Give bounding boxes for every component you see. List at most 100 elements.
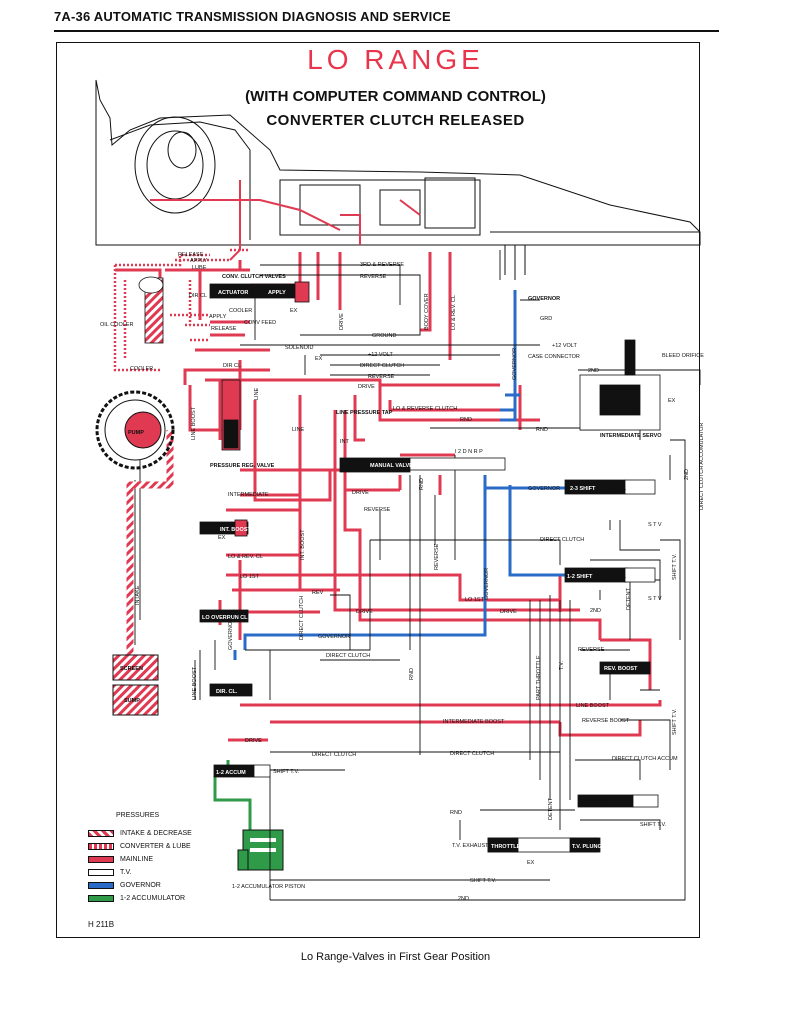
label-governor-v2: GOVERNOR — [512, 348, 518, 380]
figure-code: H 211B — [88, 920, 115, 929]
label-rnd-v: RND — [409, 668, 415, 680]
label-int-boost-v: INT. BOOST — [300, 529, 306, 560]
label-shift-23: 2-3 SHIFT — [570, 486, 596, 492]
diagram-title: LO RANGE — [307, 44, 484, 75]
label-apply-2: APPLY — [209, 314, 227, 320]
label-reverse-3: REVERSE — [364, 507, 391, 513]
label-lo-rev-cl-v: LO & REV. CL — [451, 295, 457, 330]
label-actuator: ACTUATOR — [218, 290, 248, 296]
label-2nd-c: 2ND — [458, 896, 469, 902]
label-lo-rev-clutch: LO & REVERSE CLUTCH — [393, 406, 457, 412]
label-grd: GRD — [540, 316, 552, 322]
label-manual-valve: MANUAL VALVE — [370, 463, 413, 469]
pressure-legend: PRESSURES INTAKE & DECREASE CONVERTER & … — [88, 812, 238, 905]
label-dir-cl-valve: DIR. CL. — [216, 689, 238, 695]
label-drive-5: DRIVE — [245, 738, 262, 744]
label-ground: GROUND — [372, 333, 396, 339]
label-governor-3: GOVERNOR — [528, 486, 560, 492]
label-direct-clutch-accum: DIRECT CLUTCH ACCUM — [612, 756, 678, 762]
label-lube: LUBE — [192, 265, 207, 271]
label-shift-tv-valve: SHIFT T.V. — [640, 822, 667, 828]
transmission-case-outline — [95, 79, 701, 280]
diagram-labels: RELEASE APPLY LUBE CONV. CLUTCH VALVES A… — [100, 252, 704, 902]
label-throttle: THROTTLE — [491, 844, 521, 850]
intake-line — [126, 430, 174, 655]
label-shift-12: 1-2 SHIFT — [567, 574, 593, 580]
label-line-v: LINE — [254, 387, 260, 400]
label-dir-cl-2: DIR CL — [223, 363, 241, 369]
screen-and-sump — [112, 654, 159, 716]
label-release: RELEASE — [178, 252, 204, 258]
label-drive-3: DRIVE — [356, 609, 373, 615]
label-body-cover: BODY COVER — [424, 293, 430, 330]
tv-circuit — [134, 250, 701, 901]
legend-swatch-hatch — [88, 830, 114, 837]
legend-label: GOVERNOR — [120, 882, 161, 889]
legend-label: T.V. — [120, 869, 132, 876]
label-rnd-b: RND — [536, 427, 548, 433]
label-cooler: COOLER — [229, 308, 252, 314]
label-rnd: RND — [460, 417, 472, 423]
label-cooler-2: COOLER — [130, 366, 153, 372]
diagram-vertical-labels: LINE BOOST INTAKE LINE BOOST INT. BOOST … — [135, 293, 705, 820]
label-direct-clutch-accumulator: DIRECT CLUTCH ACCUMULATOR — [699, 423, 705, 510]
label-tv-plunger: T.V. PLUNGER — [572, 844, 609, 850]
label-intermediate-servo: INTERMEDIATE SERVO — [600, 433, 662, 439]
label-third-reverse: 3RD & REVERSE — [360, 262, 404, 268]
label-apply-valve: APPLY — [268, 290, 286, 296]
page-header: 7A-36 AUTOMATIC TRANSMISSION DIAGNOSIS A… — [54, 9, 451, 24]
label-oil-cooler: OIL COOLER — [100, 322, 133, 328]
governor-circuit — [233, 290, 570, 660]
legend-item-governor: GOVERNOR — [88, 879, 238, 892]
label-accum-piston-12: 1-2 ACCUMULATOR PISTON — [232, 884, 305, 890]
label-intermediate: INTERMEDIATE — [228, 492, 269, 498]
label-tv-v: T.V. — [559, 661, 565, 670]
label-ex-3: EX — [218, 535, 226, 541]
legend-label: INTAKE & DECREASE — [120, 830, 192, 837]
label-line-boost-2: LINE BOOST — [192, 666, 198, 700]
legend-item-converter: CONVERTER & LUBE — [88, 840, 238, 853]
label-int: INT — [340, 439, 350, 445]
diagram-subtitle-computer: (WITH COMPUTER COMMAND CONTROL) — [245, 88, 546, 105]
label-shift-tv-v: SHIFT T.V. — [672, 553, 678, 580]
label-ex-5: EX — [668, 398, 676, 404]
label-reverse-boost: REVERSE BOOST — [582, 718, 630, 724]
label-direct-clutch-4: DIRECT CLUTCH — [312, 752, 356, 758]
label-tv-23: 2-3 T.V. — [608, 486, 627, 492]
label-pressure-reg: PRESSURE REG. VALVE — [210, 463, 275, 469]
figure-caption: Lo Range-Valves in First Gear Position — [300, 951, 491, 963]
label-direct-clutch: DIRECT CLUTCH — [360, 363, 404, 369]
label-accum-12: 1-2 ACCUM — [216, 770, 246, 776]
legend-label: CONVERTER & LUBE — [120, 843, 191, 850]
label-direct-clutch-v: DIRECT CLUTCH — [299, 596, 305, 640]
label-ex-4: EX — [290, 308, 298, 314]
legend-item-tv: T.V. — [88, 866, 238, 879]
legend-swatch-governor — [88, 882, 114, 889]
label-detent-2: DETENT — [626, 587, 632, 610]
label-lo-1st: LO 1ST — [240, 574, 260, 580]
label-intermediate-boost: INTERMEDIATE BOOST — [443, 719, 505, 725]
diagram-frame — [56, 42, 700, 938]
label-shift-tv: SHIFT T.V. — [273, 769, 300, 775]
label-tv-exhaust-lifter: T.V. EXHAUST LIFTER — [452, 843, 509, 849]
label-screen: SCREEN — [120, 666, 143, 672]
label-line-boost: LINE BOOST — [191, 406, 197, 440]
label-rev-boost: REV. BOOST — [604, 666, 638, 672]
label-prndl: I 2 D N R P — [455, 449, 483, 455]
label-governor: GOVERNOR — [528, 296, 560, 302]
label-drive-v: DRIVE — [339, 313, 345, 330]
label-intake: INTAKE — [135, 585, 141, 605]
label-ex: EX — [315, 356, 323, 362]
label-shift-tv-2: SHIFT T.V. — [470, 878, 497, 884]
legend-label: MAINLINE — [120, 856, 154, 863]
accumulator-piston — [237, 829, 284, 871]
label-part-throttle: PART THROTTLE — [536, 655, 542, 700]
label-lo-rev-cl: LO & REV. CL — [228, 554, 263, 560]
label-direct-clutch-3: DIRECT CLUTCH — [540, 537, 584, 543]
label-pump: PUMP — [128, 430, 144, 436]
legend-title: PRESSURES — [116, 812, 160, 819]
legend-swatch-mainline — [88, 856, 114, 863]
label-line-boost-r: LINE BOOST — [576, 703, 610, 709]
label-case-connector: CASE CONNECTOR — [528, 354, 580, 360]
